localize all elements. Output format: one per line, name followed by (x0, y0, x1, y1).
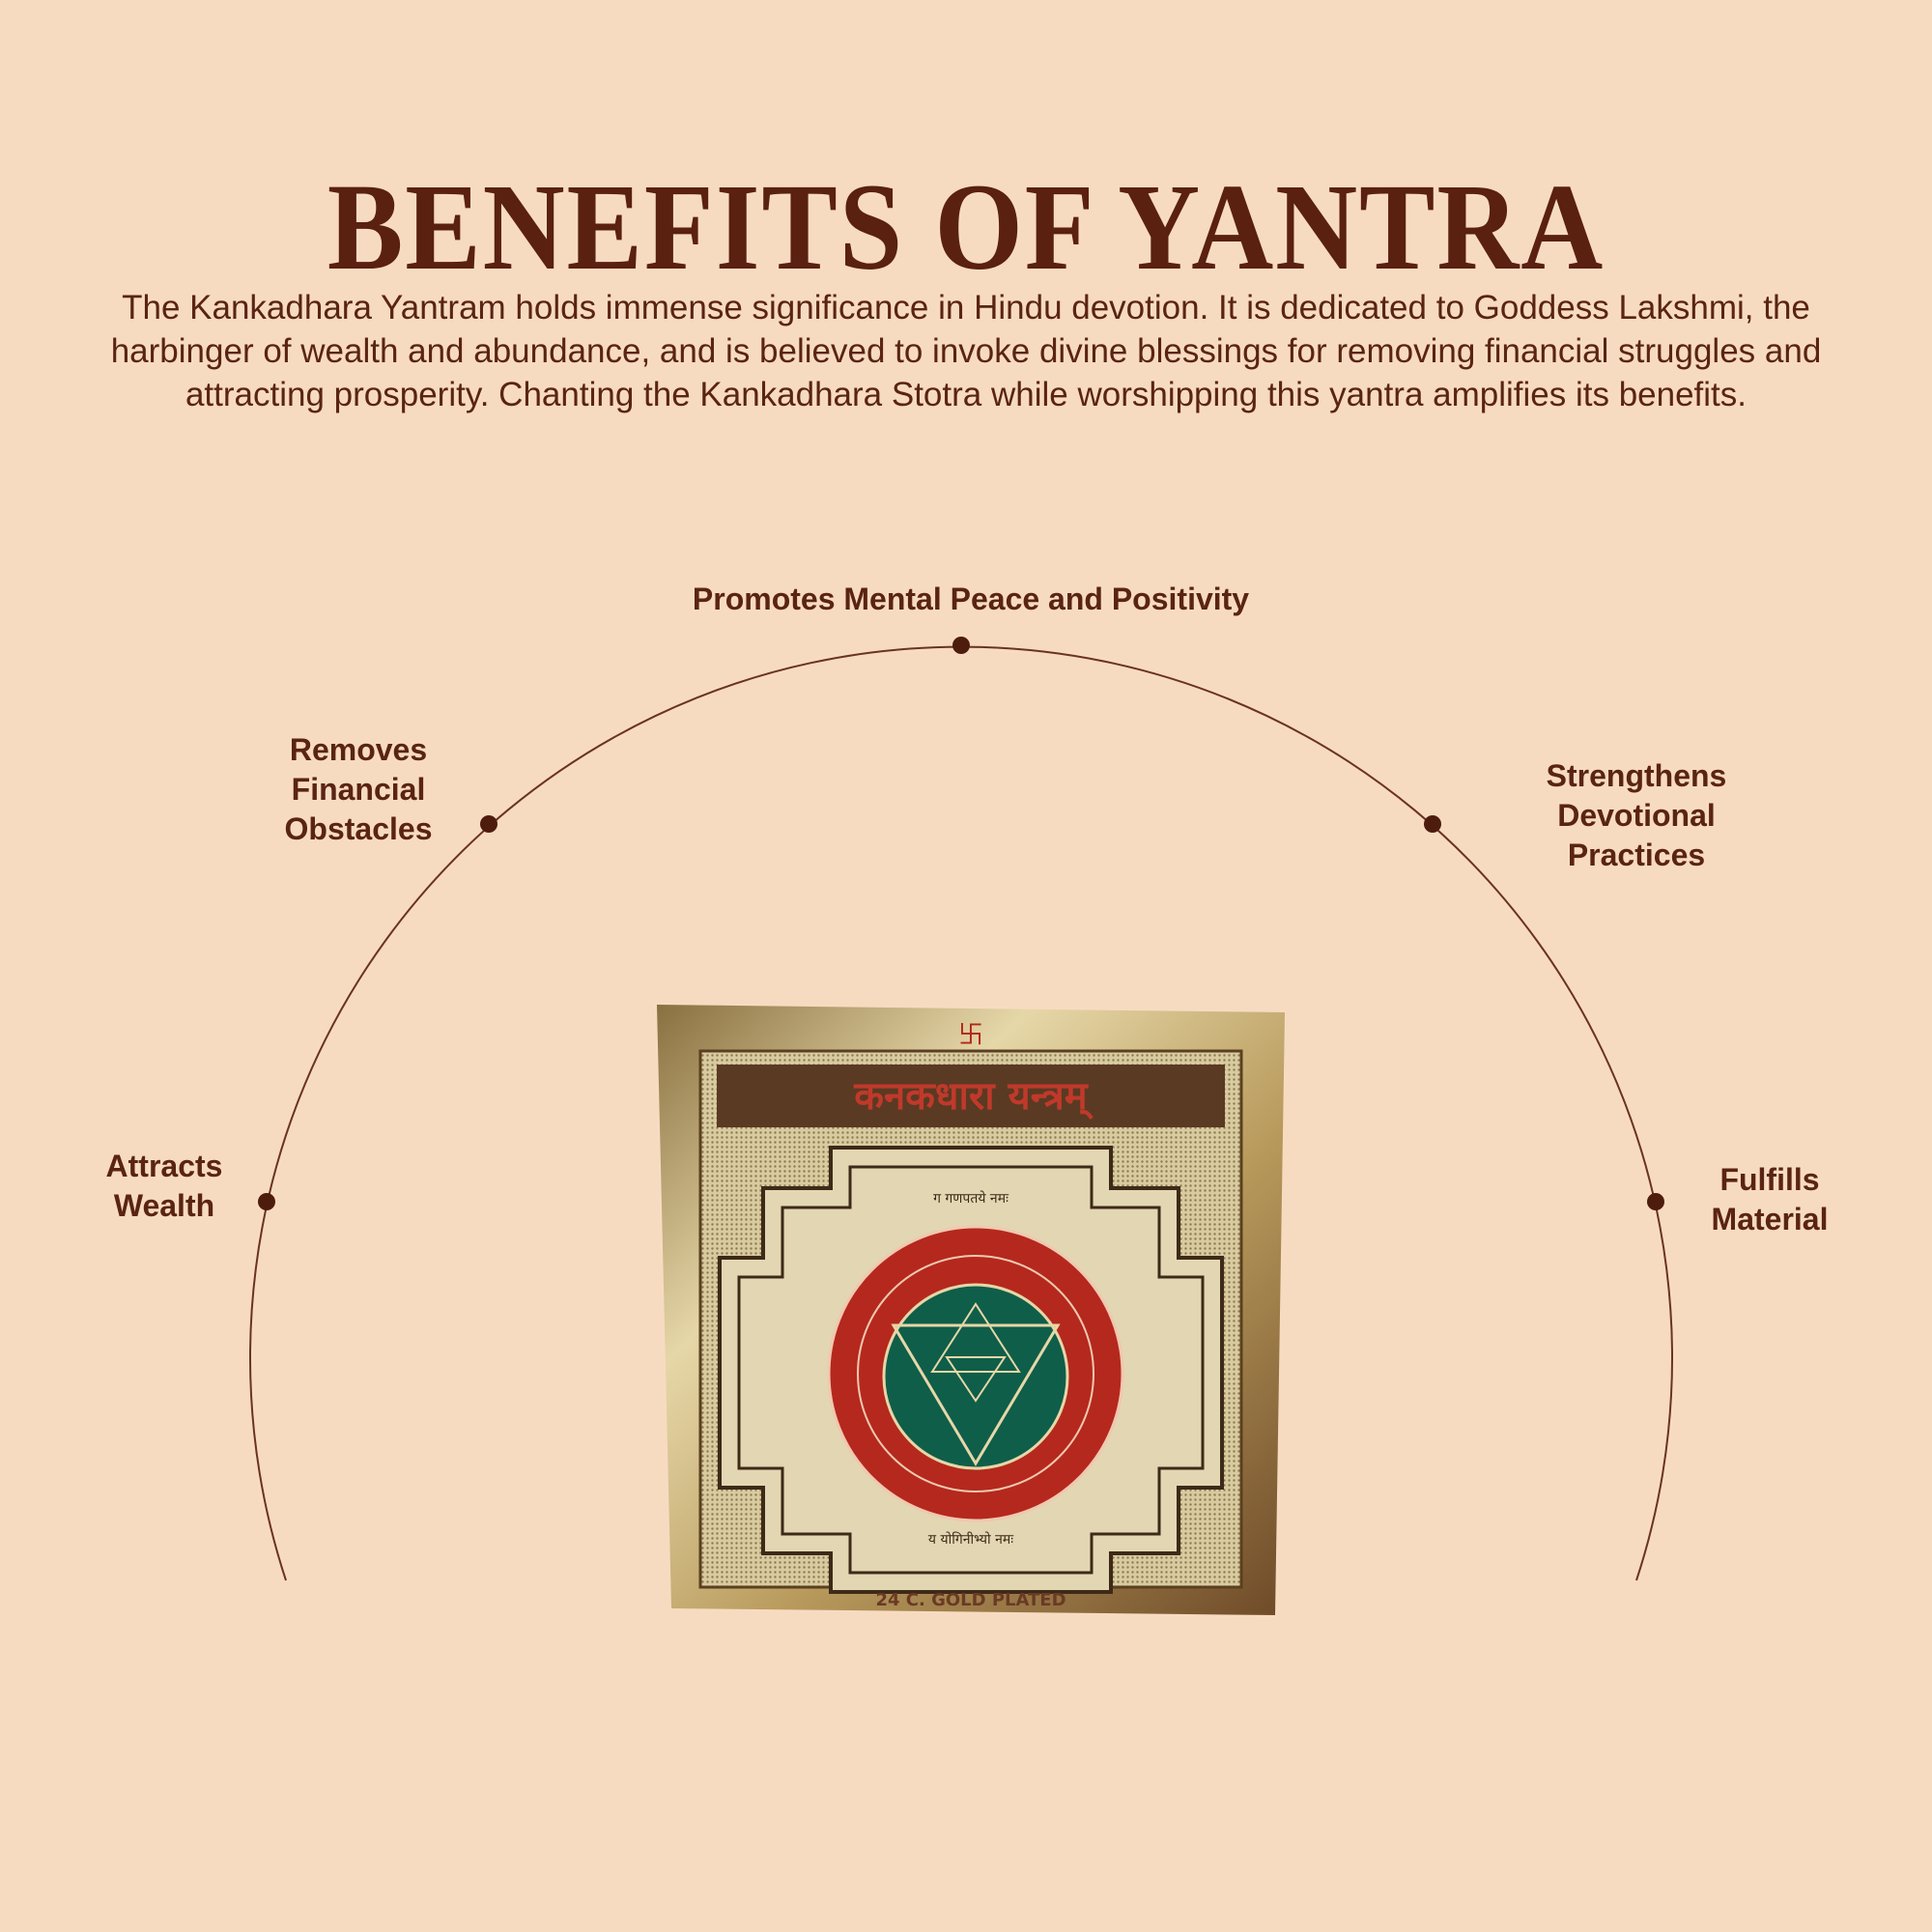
arc-dot-promotes (952, 637, 970, 654)
yantra-heading: कनकधारा यन्त्रम् (853, 1074, 1094, 1120)
page-title: BENEFITS OF YANTRA (327, 158, 1605, 296)
yantra-top-mantra: ग गणपतये नमः (933, 1190, 1009, 1207)
yantra-footer: 24 C. GOLD PLATED (875, 1590, 1065, 1610)
arc-dot-fulfills (1647, 1193, 1664, 1210)
arc-dot-attracts (258, 1193, 275, 1210)
description: The Kankadhara Yantram holds immense sig… (110, 289, 1822, 413)
arc-dot-strengthens (1424, 815, 1441, 833)
yantra-image: कनकधारा यन्त्रम् 卐 ग गणपतये नमः य योगिनी… (657, 1005, 1285, 1615)
benefit-removes-obstacles: Removes Financial Obstacles (284, 732, 433, 846)
benefit-attracts-wealth: Attracts Wealth (105, 1149, 223, 1223)
arc-dot-removes (480, 815, 497, 833)
benefit-devotional-practices: Strengthens Devotional Practices (1546, 758, 1727, 872)
benefit-fulfills-material: Fulfills Material (1711, 1162, 1829, 1236)
yantra-bottom-mantra: य योगिनीभ्यो नमः (928, 1531, 1014, 1548)
benefit-mental-peace: Promotes Mental Peace and Positivity (692, 582, 1250, 616)
svg-text:卐: 卐 (958, 1021, 983, 1050)
